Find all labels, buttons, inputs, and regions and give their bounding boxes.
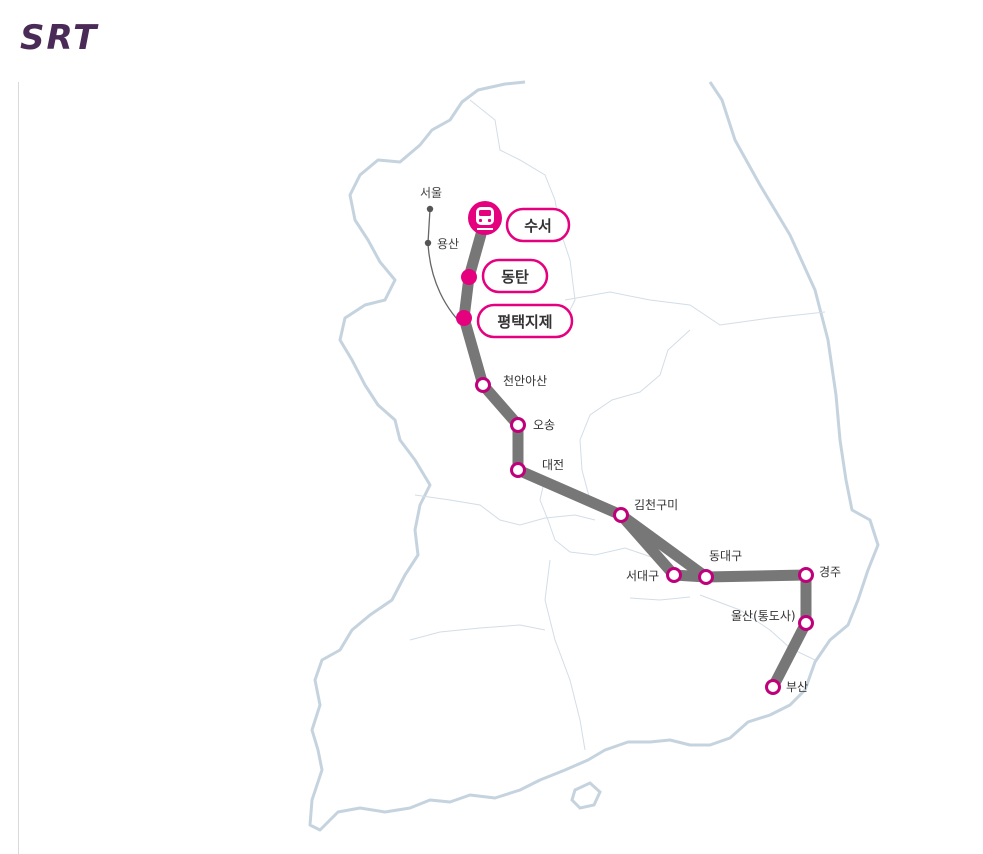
gyeongju-station-label: 경주 [819,565,841,579]
peninsula-outline [308,80,880,832]
dongtan-station-marker[interactable] [461,269,477,285]
daejeon-station-label: 대전 [542,458,564,472]
osong-station-marker[interactable] [510,417,526,433]
daejeon-station-marker[interactable] [510,462,526,478]
pyeongtaek-pill[interactable]: 평택지제 [476,303,574,339]
cheonan-station-label: 천안아산 [503,373,547,388]
yongsan-station-label: 용산 [437,237,459,251]
busan-station-marker[interactable] [765,679,781,695]
busan-station-label: 부산 [786,680,808,694]
srt-logo[interactable]: SRT [18,18,134,56]
seodaegu-station-label: 서대구 [626,569,659,583]
suseo-station-marker[interactable] [468,201,502,235]
srt-logo-text: SRT [20,18,99,56]
osong-station-label: 오송 [533,418,555,432]
cheonan-station-marker[interactable] [475,377,491,393]
station-markers [475,377,814,695]
suseo-pill-label: 수서 [524,217,552,235]
suseo-pill[interactable]: 수서 [505,207,571,243]
seoul-station-label: 서울 [420,186,442,200]
province-borders [409,99,826,751]
pyeongtaek-pill-label: 평택지제 [497,313,552,331]
gimcheon-station-marker[interactable] [613,507,629,523]
dongtan-pill-label: 동탄 [501,268,529,286]
ulsan-station-marker[interactable] [798,615,814,631]
seoul-station-dot[interactable] [426,205,434,213]
pyeongtaek-station-marker[interactable] [456,310,472,326]
dongdaegu-station-label: 동대구 [709,549,742,563]
left-divider [18,82,19,854]
dongdaegu-station-marker[interactable] [698,569,714,585]
gyeongju-station-marker[interactable] [798,567,814,583]
yongsan-station-dot[interactable] [424,239,432,247]
seodaegu-station-marker[interactable] [666,567,682,583]
ulsan-station-label: 울산(통도사) [731,609,796,623]
gimcheon-station-label: 김천구미 [634,497,678,512]
dongtan-pill[interactable]: 동탄 [481,258,549,294]
island-outline [570,781,602,810]
